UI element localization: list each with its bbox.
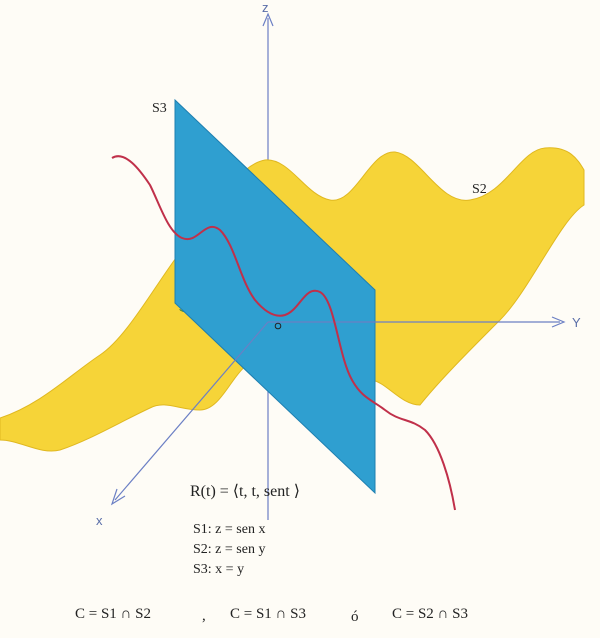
definition-s2: S2: z = sen y xyxy=(193,542,265,557)
intersection-or: ó xyxy=(351,609,359,625)
s3-plane xyxy=(174,98,376,495)
intersection-separator: , xyxy=(202,608,206,624)
s2-label: S2 xyxy=(472,182,487,197)
z-axis-arrow xyxy=(262,12,274,27)
s3-label: S3 xyxy=(152,101,167,116)
definition-s1: S1: z = sen x xyxy=(193,522,265,537)
intersection-c3: C = S2 ∩ S3 xyxy=(392,606,468,622)
y-axis-arrow xyxy=(551,316,566,328)
curve-r xyxy=(111,155,456,511)
definition-s3: S3: x = y xyxy=(193,562,244,577)
origin-point xyxy=(274,322,282,330)
x-axis-label: x xyxy=(96,513,103,528)
z-axis-label: z xyxy=(262,0,269,15)
y-axis-label: Y xyxy=(572,315,581,330)
x-axis-arrow xyxy=(110,488,126,506)
intersection-c1: C = S1 ∩ S2 xyxy=(75,606,151,622)
x-axis xyxy=(114,321,269,501)
curve-equation: R(t) = ⟨t, t, sent ⟩ xyxy=(190,483,300,500)
intersection-c2: C = S1 ∩ S3 xyxy=(230,606,306,622)
